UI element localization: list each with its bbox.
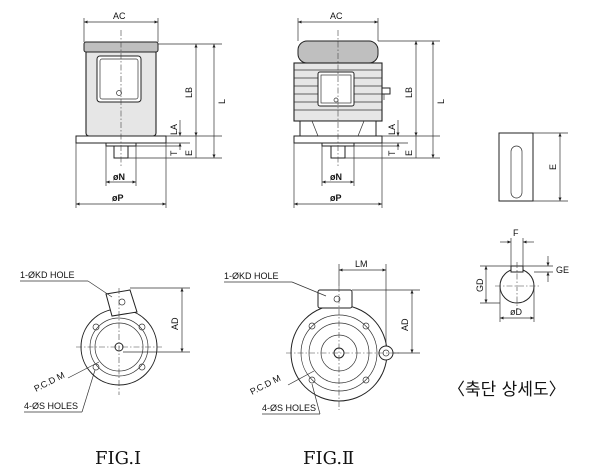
fig2-note-pcd: P.C.D M [248, 373, 282, 397]
fig1-terminal-box [96, 55, 142, 103]
fig2-caption: FIG.Ⅱ [303, 448, 354, 469]
fig2-bolt-hole [308, 376, 316, 384]
fig1-dim-lb: LB [184, 87, 194, 98]
fig2-dim-t: T [387, 150, 397, 156]
fig2-bolt-hole [362, 322, 370, 330]
fig1-note-kd-hole: 1-ØKD HOLE [20, 270, 75, 280]
fig1-dim-ad: AD [170, 317, 180, 330]
fig2-bolt-hole [308, 322, 316, 330]
fig1-bolt-hole [92, 323, 100, 331]
fig2-dim-lm: LM [355, 259, 368, 269]
shaft-dim-e: E [548, 164, 558, 170]
fig2-terminal-box-top [317, 289, 353, 309]
fig2-dim-p: øP [330, 193, 342, 203]
shaft-dim-ge: GE [556, 265, 569, 275]
shaft-dim-f: F [513, 228, 519, 238]
fig2-terminal-box [317, 71, 355, 107]
shaft-side-view [498, 132, 534, 202]
fig1-dim-ac: AC [113, 11, 126, 21]
fig1-terminal-box-top [105, 289, 138, 317]
fig2-dim-lb: LB [404, 87, 414, 98]
fig2-front-view: LM AD 1-ØKD HOLE P.C.D M 4-ØS HOLES FIG.… [224, 259, 420, 469]
fig2-dim-ad: AD [400, 318, 410, 331]
fig2-dim-la: LA [387, 124, 397, 135]
fig1-note-pcd: P.C.D M [32, 370, 66, 394]
fig1-bolt-hole [138, 363, 146, 371]
fig1-dim-l: L [217, 99, 227, 104]
fig2-note-s-holes: 4-ØS HOLES [262, 403, 316, 413]
fig2-dim-n: øN [330, 172, 342, 182]
fig1-note-s-holes: 4-ØS HOLES [24, 401, 78, 411]
fig2-dim-e: E [404, 150, 414, 156]
fig1-dim-la: LA [169, 124, 179, 135]
fig1-dim-n: øN [113, 172, 125, 182]
fig2-bolt-hole [362, 376, 370, 384]
fig1-bolt-hole [138, 323, 146, 331]
shaft-detail-views: E F GE GD øD [475, 132, 569, 322]
shaft-dim-gd: GD [475, 278, 485, 292]
fig1-front-view: AD 1-ØKD HOLE P.C.D M 4-ØS HOLES FIG.Ⅰ [20, 270, 190, 469]
fig1-caption: FIG.Ⅰ [95, 448, 141, 469]
fig2-dim-l: L [436, 99, 446, 104]
shaft-dim-d: øD [510, 307, 522, 317]
fig1-dim-e: E [184, 150, 194, 156]
shaft-detail-title: 〈축단 상세도〉 [448, 380, 566, 400]
fig1-dim-p: øP [112, 193, 124, 203]
fig2-dim-ac: AC [330, 11, 343, 21]
fig1-bolt-hole [92, 363, 100, 371]
fig1-side-view: AC LB L LA T E øN øP [75, 11, 227, 208]
fig2-note-kd-hole: 1-ØKD HOLE [224, 271, 279, 281]
fig1-dim-t: T [169, 150, 179, 156]
fig2-side-view: AC LB L LA T E øN øP [293, 11, 446, 208]
